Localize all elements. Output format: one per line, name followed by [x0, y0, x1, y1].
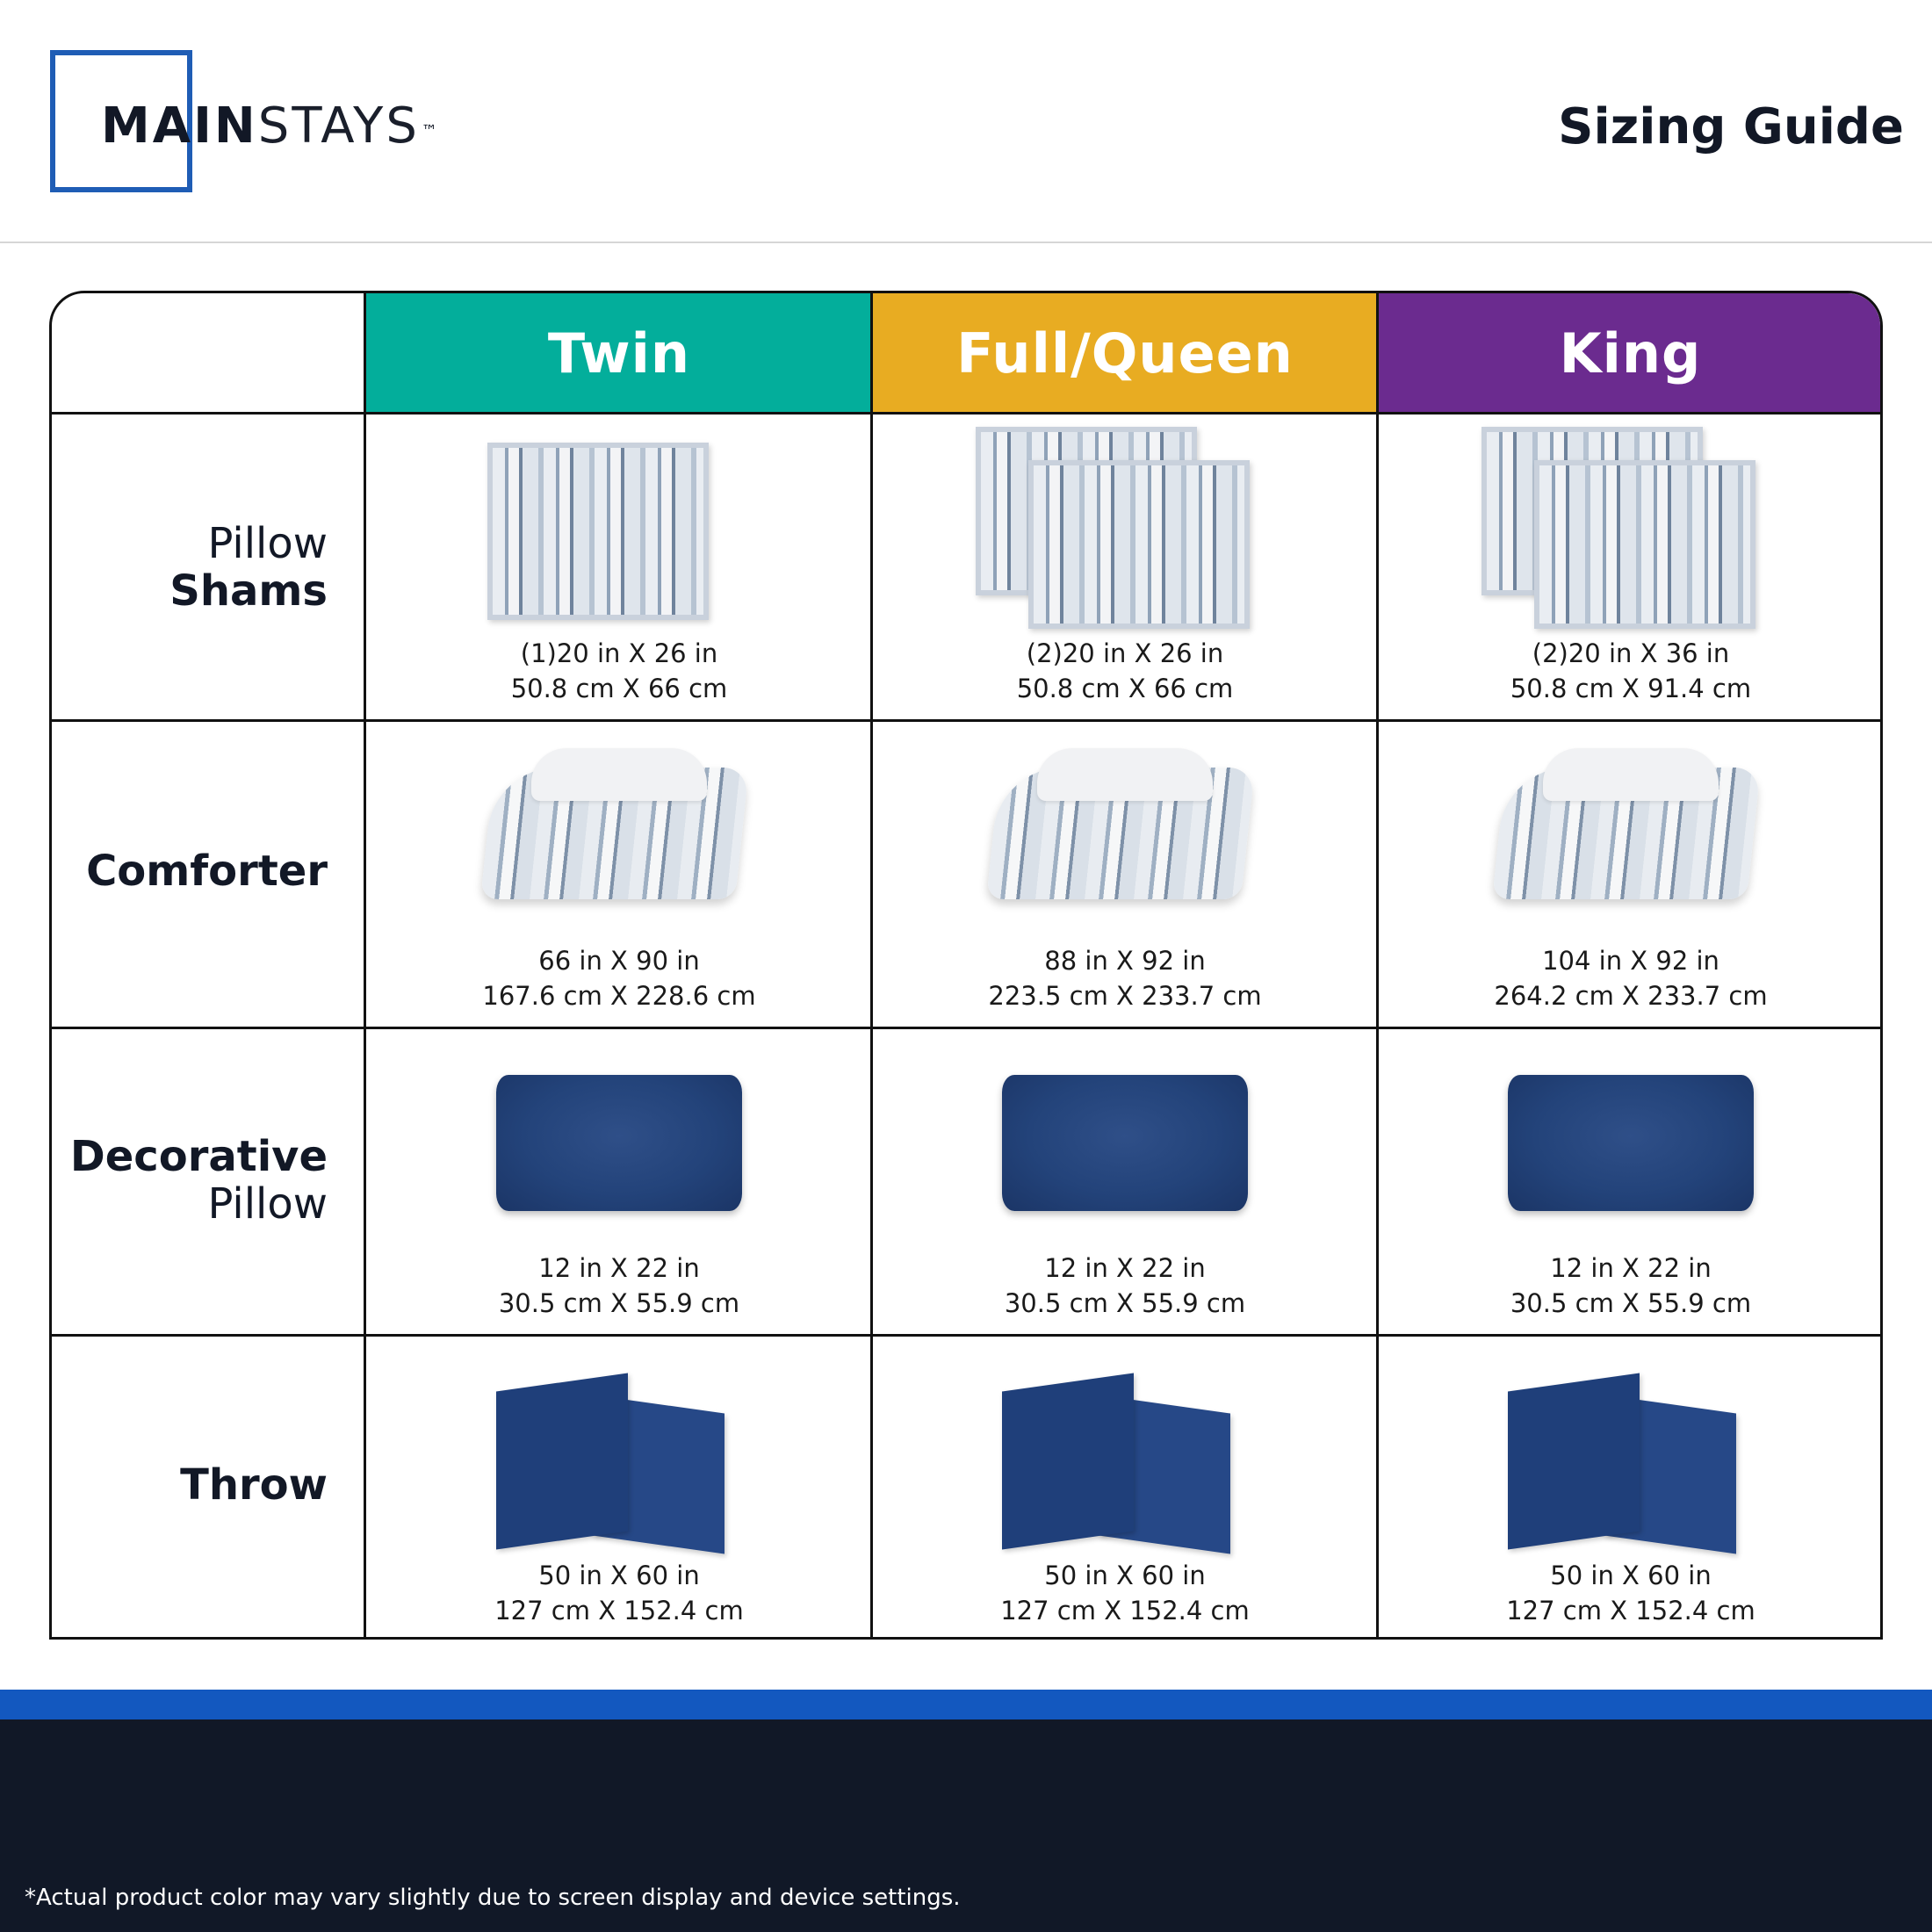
header-divider — [0, 242, 1932, 243]
comforter-fold — [1037, 748, 1213, 801]
sham-shape — [1534, 460, 1755, 629]
grid-line — [52, 412, 1880, 415]
cell-throw-king: 50 in X 60 in 127 cm X 152.4 cm — [1378, 1337, 1880, 1628]
dimension-metric: 50.8 cm X 66 cm — [510, 674, 728, 703]
comforter-fold — [1543, 748, 1719, 801]
dimension-imperial: 88 in X 92 in — [1044, 946, 1206, 976]
comforter-image — [479, 741, 760, 943]
cell-comforter-twin: 66 in X 90 in 167.6 cm X 228.6 cm — [366, 722, 872, 1013]
dimension-metric: 30.5 cm X 55.9 cm — [1510, 1288, 1752, 1318]
comforter-image — [984, 741, 1265, 943]
decorative-pillow-shape — [1508, 1075, 1754, 1211]
dimension-metric: 127 cm X 152.4 cm — [1000, 1596, 1250, 1626]
comforter-fold — [531, 748, 707, 801]
dimension-metric: 167.6 cm X 228.6 cm — [482, 981, 756, 1011]
row-label-text: Pillow — [207, 1179, 328, 1229]
sham-shape — [487, 443, 709, 620]
dimension-imperial: (1)20 in X 26 in — [520, 638, 718, 668]
decorative-pillow-image — [1490, 1049, 1771, 1251]
dimension-imperial: 50 in X 60 in — [1550, 1561, 1712, 1590]
decorative-pillow-image — [479, 1049, 760, 1251]
row-label-text: Pillow — [207, 519, 328, 568]
throw-image — [1490, 1356, 1771, 1558]
dimension-imperial: (2)20 in X 26 in — [1026, 638, 1224, 668]
cell-comforter-full-queen: 88 in X 92 in 223.5 cm X 233.7 cm — [872, 722, 1378, 1013]
footer-disclaimer: *Actual product color may vary slightly … — [25, 1885, 961, 1911]
cell-pillow-shams-king: (2)20 in X 36 in 50.8 cm X 91.4 cm — [1378, 415, 1880, 706]
sham-shape — [1028, 460, 1250, 629]
grid-line — [52, 1334, 1880, 1337]
cell-decorative-pillow-twin: 12 in X 22 in 30.5 cm X 55.9 cm — [366, 1029, 872, 1321]
column-header-twin: Twin — [366, 293, 872, 413]
dimension-metric: 30.5 cm X 55.9 cm — [1004, 1288, 1246, 1318]
cell-comforter-king: 104 in X 92 in 264.2 cm X 233.7 cm — [1378, 722, 1880, 1013]
dimension-metric: 264.2 cm X 233.7 cm — [1494, 981, 1768, 1011]
cell-throw-full-queen: 50 in X 60 in 127 cm X 152.4 cm — [872, 1337, 1378, 1628]
pillow-sham-image — [1481, 427, 1771, 636]
footer-accent-bar — [0, 1690, 1932, 1719]
dimension-imperial: 66 in X 90 in — [538, 946, 700, 976]
grid-line — [1376, 293, 1379, 1637]
pillow-sham-image — [479, 434, 760, 636]
column-header-full-queen: Full/Queen — [872, 293, 1378, 413]
dimension-metric: 50.8 cm X 91.4 cm — [1510, 674, 1752, 703]
sizing-table: Twin Full/Queen King Pillow Shams (1)20 … — [49, 291, 1883, 1640]
grid-line — [870, 293, 873, 1637]
column-header-king: King — [1378, 293, 1880, 413]
cell-decorative-pillow-king: 12 in X 22 in 30.5 cm X 55.9 cm — [1378, 1029, 1880, 1321]
dimension-imperial: 12 in X 22 in — [1550, 1253, 1712, 1283]
cell-throw-twin: 50 in X 60 in 127 cm X 152.4 cm — [366, 1337, 872, 1628]
decorative-pillow-shape — [496, 1075, 742, 1211]
pillow-sham-image — [976, 427, 1265, 636]
row-label-text: Comforter — [86, 847, 328, 896]
row-label-comforter: Comforter — [52, 847, 328, 895]
throw-image — [984, 1356, 1265, 1558]
grid-line — [52, 719, 1880, 722]
dimension-metric: 127 cm X 152.4 cm — [494, 1596, 744, 1626]
row-label-text: Decorative — [69, 1132, 328, 1181]
dimension-metric: 50.8 cm X 66 cm — [1016, 674, 1234, 703]
cell-pillow-shams-full-queen: (2)20 in X 26 in 50.8 cm X 66 cm — [872, 415, 1378, 706]
brand-trademark: ™ — [421, 122, 440, 141]
brand-logo-frame — [50, 50, 192, 192]
decorative-pillow-image — [984, 1049, 1265, 1251]
dimension-imperial: 50 in X 60 in — [1044, 1561, 1206, 1590]
dimension-imperial: 12 in X 22 in — [538, 1253, 700, 1283]
page-title: Sizing Guide — [1558, 98, 1904, 155]
footer-band — [0, 1719, 1932, 1932]
dimension-imperial: 12 in X 22 in — [1044, 1253, 1206, 1283]
row-label-text: Shams — [169, 566, 328, 616]
dimension-metric: 30.5 cm X 55.9 cm — [498, 1288, 740, 1318]
throw-image — [479, 1356, 760, 1558]
comforter-image — [1490, 741, 1771, 943]
brand-name-light: STAYS — [257, 97, 420, 155]
row-label-text: Throw — [180, 1460, 328, 1510]
row-label-decorative-pillow: Decorative Pillow — [52, 1133, 328, 1228]
throw-shape — [1508, 1373, 1640, 1550]
throw-shape — [1002, 1373, 1134, 1550]
dimension-imperial: 104 in X 92 in — [1542, 946, 1719, 976]
grid-line — [364, 293, 366, 1637]
cell-decorative-pillow-full-queen: 12 in X 22 in 30.5 cm X 55.9 cm — [872, 1029, 1378, 1321]
dimension-imperial: 50 in X 60 in — [538, 1561, 700, 1590]
row-label-throw: Throw — [52, 1461, 328, 1509]
throw-shape — [496, 1373, 628, 1550]
decorative-pillow-shape — [1002, 1075, 1248, 1211]
dimension-metric: 127 cm X 152.4 cm — [1506, 1596, 1755, 1626]
grid-line — [52, 1027, 1880, 1029]
row-label-pillow-shams: Pillow Shams — [52, 520, 328, 615]
brand-name-bold: MAIN — [101, 97, 258, 155]
dimension-metric: 223.5 cm X 233.7 cm — [988, 981, 1262, 1011]
dimension-imperial: (2)20 in X 36 in — [1532, 638, 1730, 668]
cell-pillow-shams-twin: (1)20 in X 26 in 50.8 cm X 66 cm — [366, 415, 872, 706]
